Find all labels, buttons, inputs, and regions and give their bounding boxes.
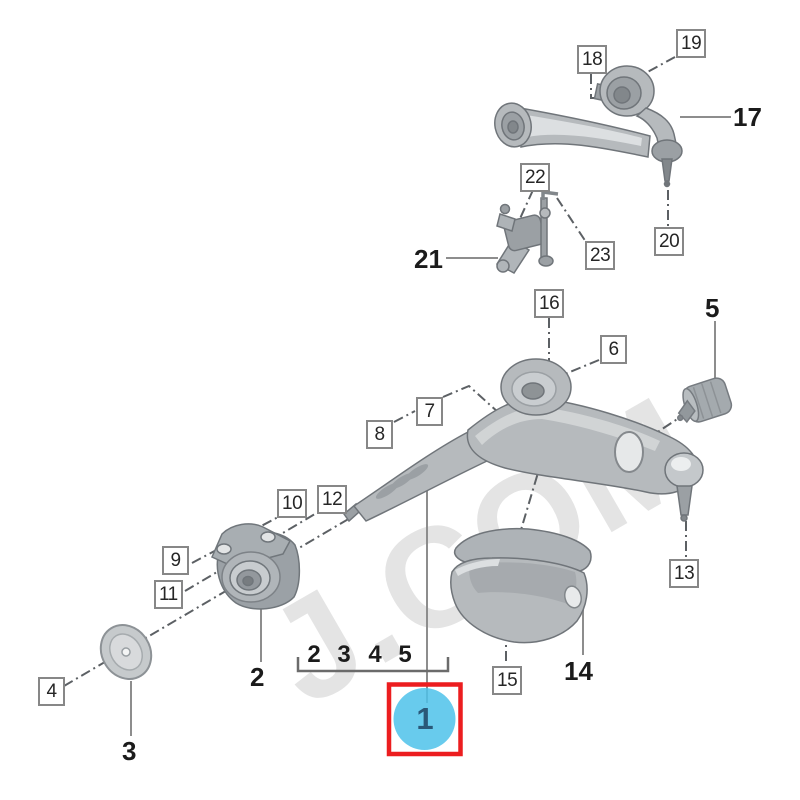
lower-arm-body-highlight [475, 407, 660, 451]
callout-plain-21[interactable]: 21 [414, 244, 443, 274]
callout-box-4[interactable]: 4 [38, 677, 65, 706]
callout-box-9[interactable]: 9 [162, 546, 189, 575]
sensor-rod-ball [539, 207, 551, 219]
lower-control-arm-part [342, 358, 704, 523]
callout-plain-3[interactable]: 3 [122, 736, 137, 766]
callout-box-8[interactable]: 8 [366, 420, 393, 449]
dash-line-11-12-axis [184, 510, 321, 592]
dash-line-23 [556, 197, 587, 243]
callout-box-18[interactable]: 18 [577, 45, 608, 74]
hotspot-circle-part1[interactable] [393, 688, 456, 750]
rear-bushing-ear-left [216, 543, 232, 555]
sensor-top-ball [499, 203, 511, 215]
washer-center-hole [121, 647, 131, 657]
group-row-number-3: 3 [337, 641, 351, 668]
group-bracket [296, 657, 450, 673]
dash-line-arm-to-plate [511, 455, 544, 561]
callout-box-7[interactable]: 7 [416, 397, 443, 426]
lower-arm-body [466, 397, 698, 495]
upper-arm-front-bushing-core [613, 86, 631, 104]
dash-line-8 [393, 410, 416, 423]
callout-plain-14[interactable]: 14 [564, 656, 593, 686]
lower-arm-knuckle-highlight [671, 457, 691, 471]
height-sensor-part [495, 190, 559, 274]
callout-plain-2[interactable]: 2 [250, 662, 265, 692]
callout-plain-17[interactable]: 17 [733, 102, 762, 132]
group-row-number-5: 5 [398, 641, 412, 668]
skid-plate-hole [564, 585, 582, 609]
front-bushing-stub-tip [676, 414, 684, 422]
rear-bushing-part [211, 523, 301, 610]
dash-line-19 [641, 56, 676, 76]
washer-part [99, 624, 153, 680]
upper-arm-beam-highlight [526, 115, 642, 146]
lower-arm-ball-stud [676, 485, 693, 516]
callout-box-23[interactable]: 23 [585, 241, 616, 270]
sensor-rod-foot [538, 255, 554, 267]
callout-plain-5[interactable]: 5 [705, 293, 720, 323]
callout-box-19[interactable]: 19 [676, 29, 707, 58]
upper-arm-stud-tip [663, 180, 671, 188]
callout-box-20[interactable]: 20 [654, 227, 685, 256]
upper-control-arm-part [494, 65, 683, 188]
group-row-number-4: 4 [368, 641, 382, 668]
sensor-lever-tip [496, 259, 510, 273]
lower-arm-front-bushing-core [521, 382, 545, 400]
lower-arm-stud-tip [680, 514, 688, 522]
callout-box-16[interactable]: 16 [534, 289, 565, 318]
group-row-number-2: 2 [307, 641, 321, 668]
rear-bushing-ear-right [260, 531, 276, 543]
hotspot-frame-part1 [386, 682, 463, 757]
hotspot-label-1[interactable]: 1 [416, 701, 434, 736]
dash-line-main-axis-4 [63, 513, 358, 687]
lower-arm-big-hole [614, 431, 644, 473]
callout-box-22[interactable]: 22 [520, 163, 551, 192]
callout-box-6[interactable]: 6 [600, 335, 627, 364]
sensor-rod-hook [541, 190, 559, 200]
rear-bushing-core [242, 575, 254, 587]
callout-box-11[interactable]: 11 [154, 580, 183, 609]
skid-plate-lip-highlight [455, 559, 500, 576]
skid-plate-part [450, 527, 592, 644]
callout-box-15[interactable]: 15 [492, 666, 523, 695]
callout-box-10[interactable]: 10 [277, 489, 308, 518]
upper-arm-rear-eye-core [507, 120, 519, 134]
lower-arm-shaft-rib3 [405, 464, 429, 480]
front-bushing-part [676, 377, 733, 424]
callout-box-12[interactable]: 12 [317, 485, 348, 514]
solid-leader-lines [130, 116, 731, 736]
sensor-top-arm [496, 213, 516, 232]
front-bushing-ribs [692, 381, 722, 419]
callout-box-13[interactable]: 13 [669, 559, 700, 588]
skid-plate-inner-shadow [469, 562, 577, 605]
dash-line-6 [564, 359, 600, 375]
dash-line-22 [517, 189, 534, 224]
sensor-link-rod [540, 197, 548, 261]
upper-arm-ball-stud [661, 158, 673, 182]
